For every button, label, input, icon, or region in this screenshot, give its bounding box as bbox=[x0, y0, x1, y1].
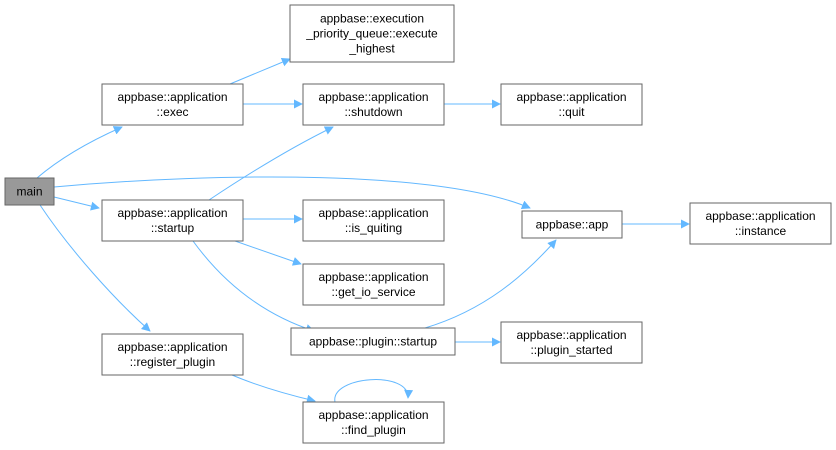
node-startup[interactable]: appbase::application::startup bbox=[101, 199, 244, 242]
node-label-line: appbase::application bbox=[117, 340, 227, 354]
node-box bbox=[302, 263, 445, 306]
node-box bbox=[289, 4, 455, 63]
node-quit[interactable]: appbase::application::quit bbox=[500, 83, 643, 126]
node-label-line: appbase::application bbox=[705, 209, 815, 223]
edge-find_plugin-to-find_plugin bbox=[334, 379, 414, 403]
node-label-line: ::instance bbox=[735, 224, 787, 238]
node-label-line: main bbox=[16, 185, 42, 199]
node-plugin-started[interactable]: appbase::application::plugin_started bbox=[500, 321, 643, 364]
node-box bbox=[101, 83, 244, 126]
node-find-plugin[interactable]: appbase::application::find_plugin bbox=[302, 401, 445, 444]
node-label-line: appbase::application bbox=[318, 90, 428, 104]
node-box bbox=[302, 401, 445, 444]
node-label-line: ::register_plugin bbox=[130, 355, 215, 369]
edge-main-to-app bbox=[53, 176, 531, 210]
edge-main-to-startup bbox=[53, 196, 100, 211]
edge-exec-to-execute_highest bbox=[229, 57, 291, 85]
node-is-quiting[interactable]: appbase::application::is_quiting bbox=[302, 199, 445, 242]
node-label-line: appbase::application bbox=[516, 90, 626, 104]
node-label-line: ::shutdown bbox=[344, 105, 402, 119]
node-register-plugin[interactable]: appbase::application::register_plugin bbox=[101, 333, 244, 376]
edges-layer bbox=[36, 57, 690, 404]
node-label-line: appbase::application bbox=[516, 328, 626, 342]
node-label-line: ::startup bbox=[151, 221, 195, 235]
node-get-io-service[interactable]: appbase::application::get_io_service bbox=[302, 263, 445, 306]
node-label-line: ::plugin_started bbox=[530, 343, 612, 357]
node-box bbox=[689, 202, 832, 245]
node-label-line: ::exec bbox=[156, 105, 188, 119]
node-main[interactable]: main bbox=[4, 177, 55, 206]
node-box bbox=[302, 199, 445, 242]
node-label-line: appbase::application bbox=[318, 408, 428, 422]
node-label-line: appbase::application bbox=[117, 90, 227, 104]
node-box bbox=[500, 321, 643, 364]
node-box bbox=[500, 83, 643, 126]
node-shutdown[interactable]: appbase::application::shutdown bbox=[302, 83, 445, 126]
node-box bbox=[4, 177, 55, 206]
node-label-line: appbase::application bbox=[318, 270, 428, 284]
node-label-line: ::get_io_service bbox=[331, 285, 415, 299]
nodes-layer: mainappbase::application::execappbase::e… bbox=[4, 4, 832, 444]
node-box bbox=[302, 83, 445, 126]
node-app[interactable]: appbase::app bbox=[521, 210, 623, 239]
node-label-line: appbase::execution bbox=[320, 12, 424, 26]
node-label-line: _highest bbox=[348, 42, 395, 56]
edge-startup-to-shutdown bbox=[208, 126, 334, 201]
edge-plugin_startup-to-app bbox=[424, 239, 557, 329]
node-label-line: ::quit bbox=[558, 105, 585, 119]
node-label-line: appbase::application bbox=[318, 206, 428, 220]
edge-main-to-exec bbox=[36, 126, 123, 179]
node-exec[interactable]: appbase::application::exec bbox=[101, 83, 244, 126]
node-label-line: appbase::app bbox=[536, 218, 609, 232]
node-box bbox=[101, 199, 244, 242]
node-instance[interactable]: appbase::application::instance bbox=[689, 202, 832, 245]
edge-register_plugin-to-find_plugin bbox=[231, 374, 316, 404]
node-box bbox=[290, 327, 456, 356]
node-plugin-startup[interactable]: appbase::plugin::startup bbox=[290, 327, 456, 356]
node-label-line: ::find_plugin bbox=[341, 423, 406, 437]
edge-main-to-register_plugin bbox=[39, 204, 151, 332]
node-label-line: _priority_queue::execute bbox=[305, 27, 438, 41]
edge-startup-to-get_io_service bbox=[234, 240, 302, 266]
node-execute-highest[interactable]: appbase::execution_priority_queue::execu… bbox=[289, 4, 455, 63]
node-label-line: appbase::plugin::startup bbox=[309, 335, 437, 349]
node-box bbox=[521, 210, 623, 239]
node-label-line: appbase::application bbox=[117, 206, 227, 220]
node-box bbox=[101, 333, 244, 376]
edge-startup-to-plugin_startup bbox=[192, 240, 315, 333]
node-label-line: ::is_quiting bbox=[345, 221, 402, 235]
